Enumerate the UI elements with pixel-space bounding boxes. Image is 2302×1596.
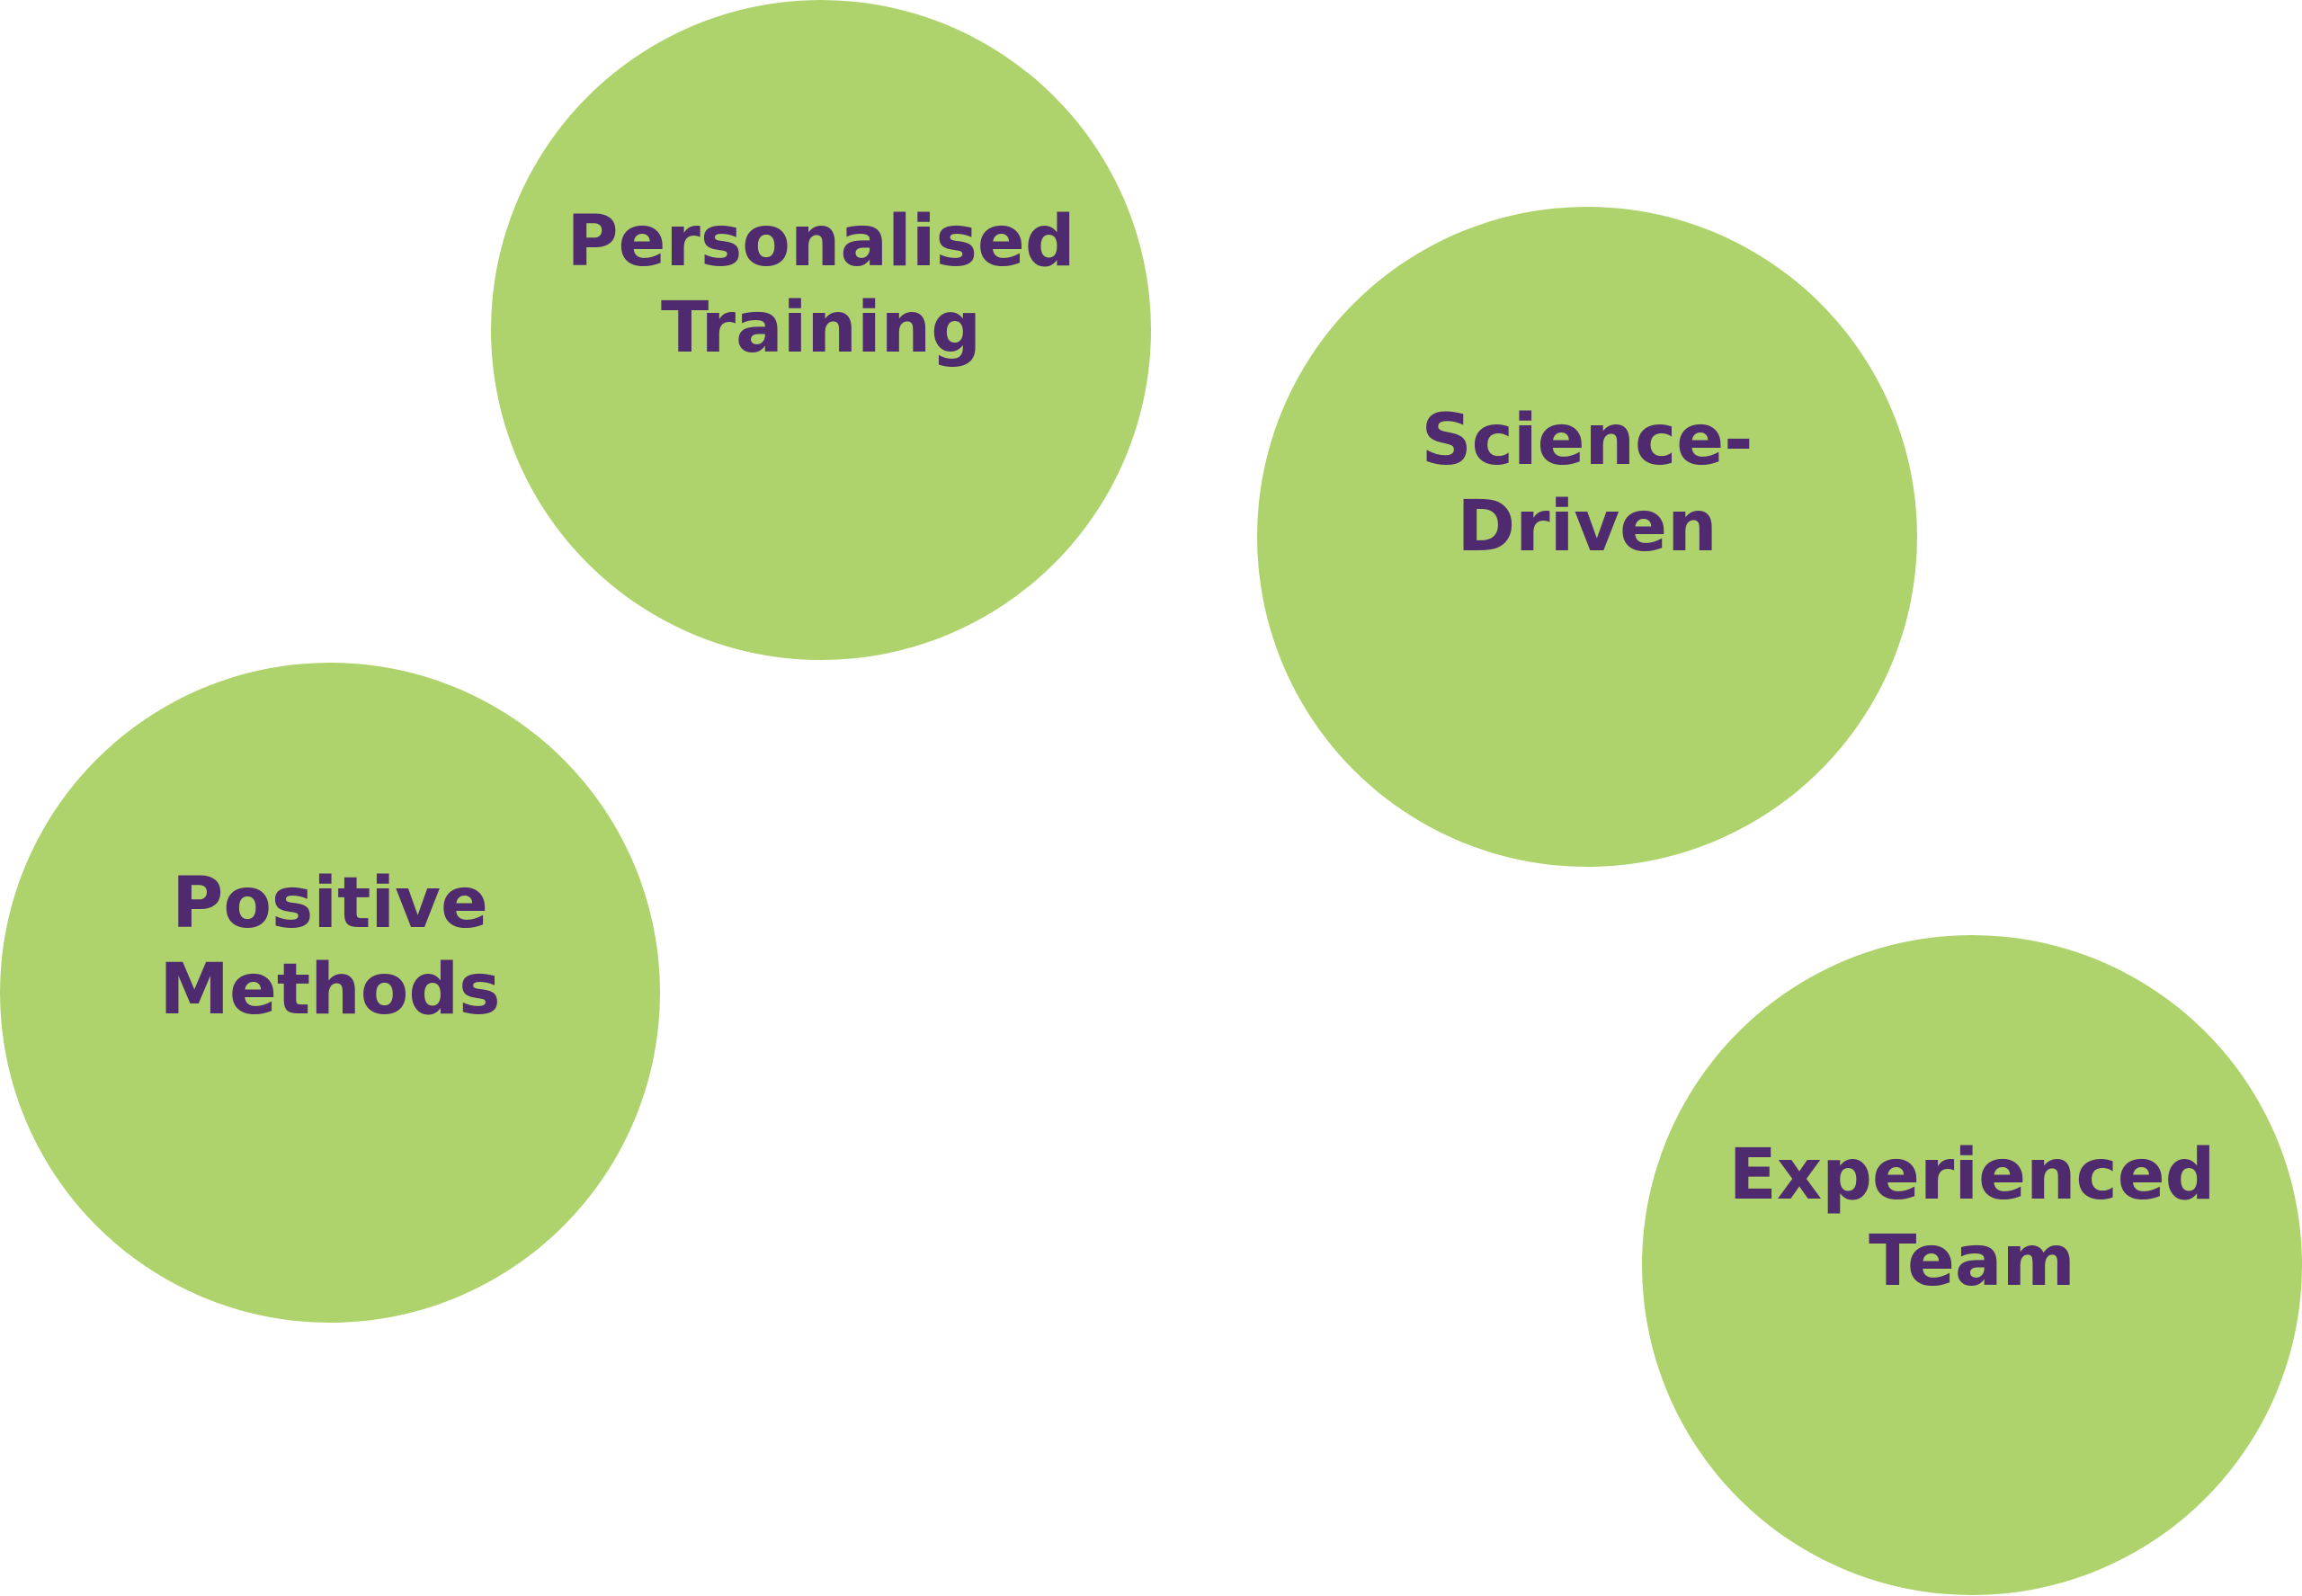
bubble-positive-methods: Positive Methods <box>0 663 660 1323</box>
bubble-label: Experienced Team <box>1728 1135 2216 1302</box>
bubble-personalised-training: Personalised Training <box>491 0 1151 660</box>
bubble-science-driven: Science- Driven <box>1257 207 1917 867</box>
bubble-label: Science- Driven <box>1421 400 1753 567</box>
bubble-label: Personalised Training <box>567 201 1075 369</box>
bubble-label: Positive Methods <box>159 863 501 1030</box>
bubble-experienced-team: Experienced Team <box>1642 935 2302 1595</box>
